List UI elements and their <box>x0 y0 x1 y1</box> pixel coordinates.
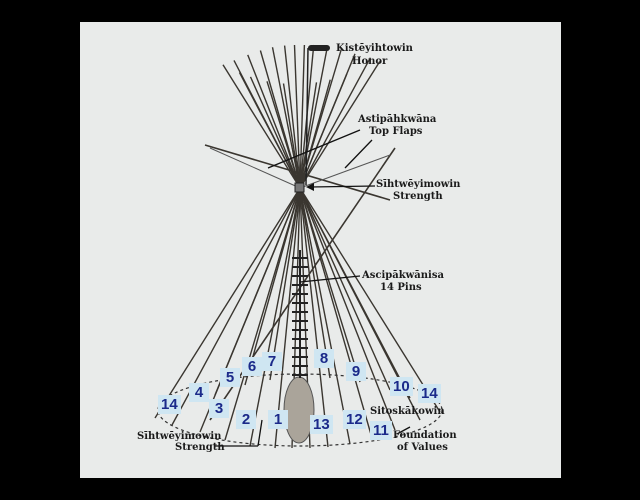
top-flag-icon <box>308 45 330 51</box>
tipi-pole <box>171 57 372 426</box>
label-pins-meaning: 14 Pins <box>380 282 422 293</box>
pole-number-badge: 10 <box>390 377 413 396</box>
tipi-pole <box>266 81 361 383</box>
label-tie-name: Sīhtwēyimowin <box>376 179 461 190</box>
pole-number-badge: 6 <box>242 357 262 376</box>
label-bottom-tie-name: Sīhtwēyimowin <box>137 431 222 442</box>
pole-number-badge: 14 <box>158 395 181 414</box>
pole-number-badge: 13 <box>310 415 333 434</box>
tipi-pole <box>222 64 441 413</box>
tipi-pole <box>154 61 381 419</box>
pole-number-badge: 4 <box>189 383 209 402</box>
leader-lines <box>215 129 411 447</box>
flap-pole <box>204 144 391 201</box>
pole-number-badge: 2 <box>236 410 256 429</box>
label-tie-meaning: Strength <box>393 191 443 202</box>
tipi-pole <box>244 79 331 386</box>
pole-number-badge: 3 <box>209 399 229 418</box>
tipi-pole <box>249 76 391 391</box>
label-flaps-meaning: Top Flaps <box>369 126 423 137</box>
pole-number-badge: 11 <box>370 421 392 440</box>
label-base-name: Sitoskākowin <box>370 406 445 417</box>
tipi-pole <box>269 82 318 381</box>
pole-number-badge: 1 <box>268 410 288 429</box>
tipi-pole <box>247 54 396 431</box>
flap-rope <box>209 147 301 189</box>
pole-number-badge: 12 <box>343 410 366 429</box>
pole-number-badge: 5 <box>220 368 240 387</box>
pole-number-badge: 14 <box>418 384 441 403</box>
pole-number-badge: 9 <box>346 362 366 381</box>
pole-number-badge: 7 <box>262 352 282 371</box>
label-bottom-tie-meaning: Strength <box>175 442 225 453</box>
tipi-pole <box>293 44 311 449</box>
tipi-pole <box>271 47 351 445</box>
tipi-pole <box>249 45 329 447</box>
flap-rope <box>299 154 391 189</box>
pole-number-badge: 8 <box>314 349 334 368</box>
tipi-pole <box>282 83 331 379</box>
label-base-meaning-1: Foundation <box>393 430 457 441</box>
tipi-pole <box>224 49 342 441</box>
label-top-meaning: Honor <box>352 56 388 67</box>
tipi-pole <box>214 73 348 396</box>
arrow-icon <box>306 183 314 191</box>
pole-tie <box>294 182 305 193</box>
label-base-meaning-2: of Values <box>397 442 448 453</box>
tipi-pole <box>283 45 329 448</box>
lacing-pins <box>292 250 308 378</box>
label-top-name: Kistēyihtowin <box>336 43 414 54</box>
tipi-pole <box>238 72 411 399</box>
label-flaps-name: Astipāhkwāna <box>357 114 437 125</box>
label-pins-name: Ascipākwānisa <box>361 270 444 281</box>
